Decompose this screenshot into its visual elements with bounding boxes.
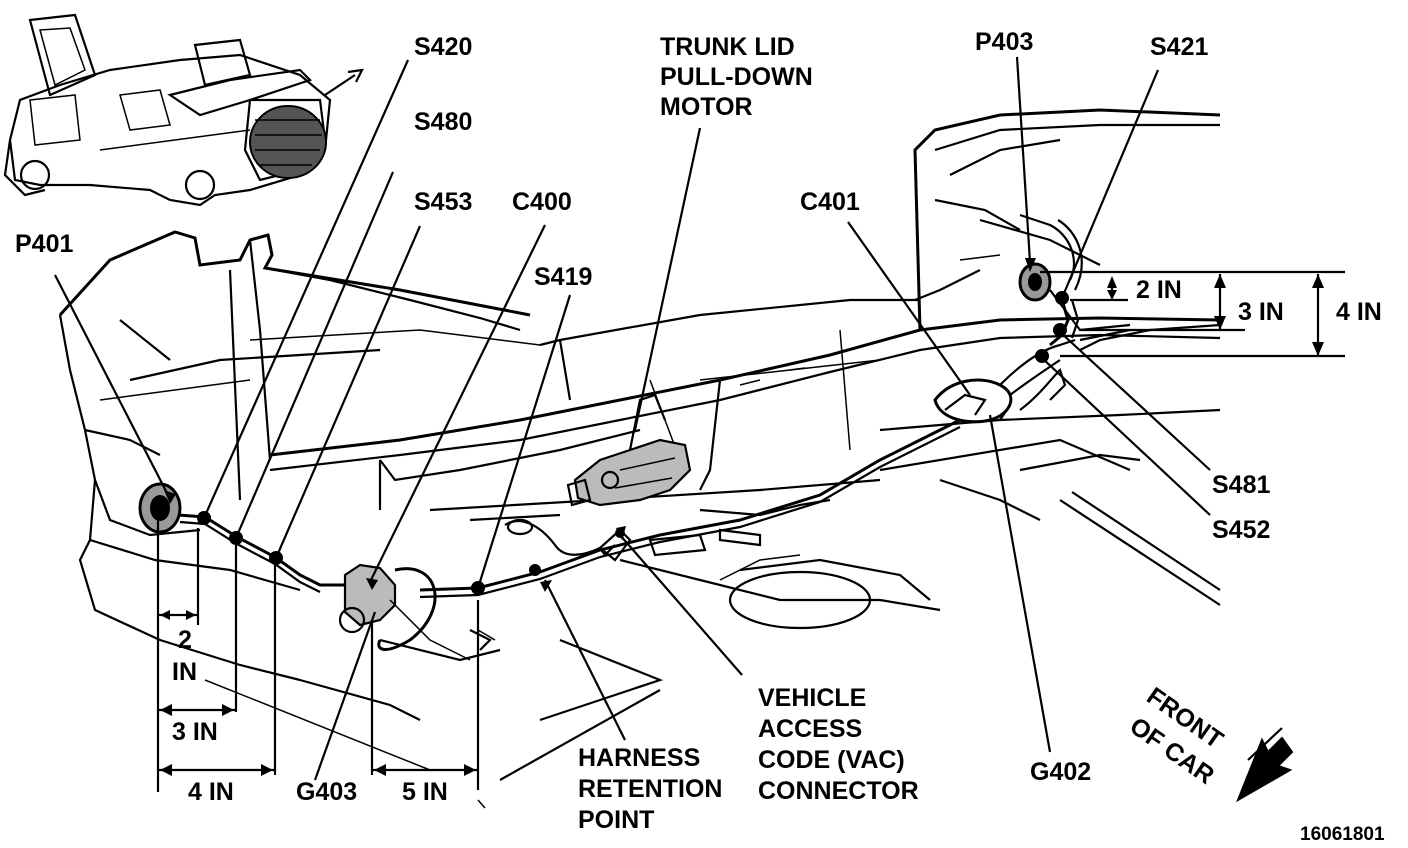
splice-s481 bbox=[1053, 323, 1067, 337]
diagram-labels: S420 S480 S453 C400 S419 P401 TRUNK LID … bbox=[15, 28, 1385, 845]
label-trunk-lid-line3: MOTOR bbox=[660, 93, 753, 121]
leader-lines bbox=[54, 56, 1211, 781]
label-g402: G402 bbox=[1030, 758, 1091, 786]
label-trunk-lid-line2: PULL-DOWN bbox=[660, 63, 813, 91]
label-p401: P401 bbox=[15, 230, 73, 258]
front-of-car-arrow bbox=[1235, 727, 1294, 803]
label-g403: G403 bbox=[296, 778, 357, 806]
inset-car-illustration bbox=[3, 13, 364, 207]
label-s453: S453 bbox=[414, 188, 472, 216]
dim-right-3in: 3 IN bbox=[1238, 298, 1284, 326]
label-vac-line4: CONNECTOR bbox=[758, 777, 919, 805]
trunk-lid-pulldown-motor bbox=[566, 393, 692, 507]
label-s420: S420 bbox=[414, 33, 472, 61]
harness-retention-clip bbox=[529, 564, 541, 576]
label-s421: S421 bbox=[1150, 33, 1208, 61]
label-harness-line1: HARNESS bbox=[578, 744, 700, 772]
label-c400: C400 bbox=[512, 188, 572, 216]
dim-left-2in-unit: IN bbox=[172, 658, 197, 686]
vehicle-body-outline bbox=[58, 108, 1221, 781]
label-s480: S480 bbox=[414, 108, 472, 136]
label-vac-line1: VEHICLE bbox=[758, 684, 866, 712]
label-trunk-lid-line1: TRUNK LID bbox=[660, 33, 795, 61]
dim-left-2in-number: 2 bbox=[178, 626, 192, 654]
label-p403: P403 bbox=[975, 28, 1033, 56]
label-s452: S452 bbox=[1212, 516, 1270, 544]
label-c401: C401 bbox=[800, 188, 860, 216]
dimension-lines-right bbox=[1040, 270, 1345, 358]
label-vac-line3: CODE (VAC) bbox=[758, 746, 905, 774]
figure-id: 16061801 bbox=[1300, 824, 1385, 845]
dim-left-5in: 5 IN bbox=[402, 778, 448, 806]
splice-s452 bbox=[1035, 349, 1049, 363]
dim-right-2in: 2 IN bbox=[1136, 276, 1182, 304]
label-s481: S481 bbox=[1212, 471, 1270, 499]
dimension-lines-left bbox=[156, 520, 496, 809]
label-s419: S419 bbox=[534, 263, 592, 291]
dim-right-4in: 4 IN bbox=[1336, 298, 1382, 326]
label-harness-line3: POINT bbox=[578, 806, 654, 834]
label-vac-line2: ACCESS bbox=[758, 715, 862, 743]
dim-left-3in: 3 IN bbox=[172, 718, 218, 746]
label-harness-line2: RETENTION bbox=[578, 775, 722, 803]
wiring-harness bbox=[138, 213, 1131, 661]
dim-left-4in: 4 IN bbox=[188, 778, 234, 806]
